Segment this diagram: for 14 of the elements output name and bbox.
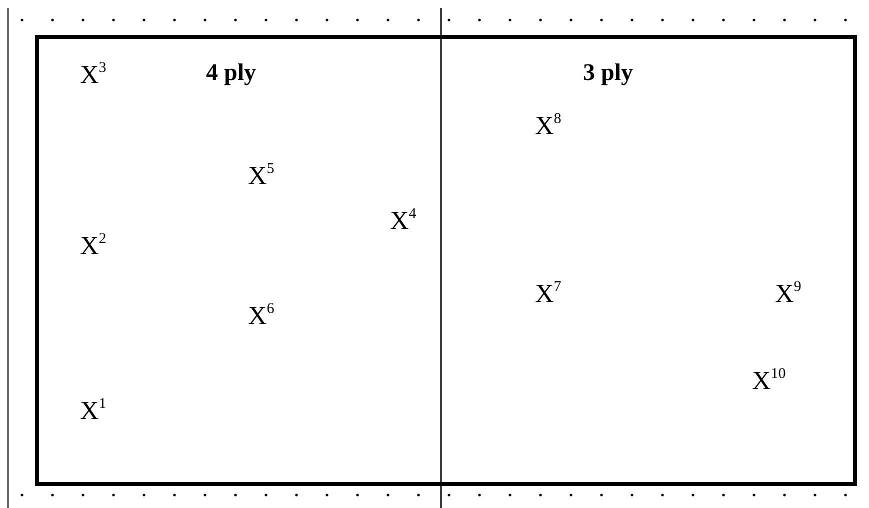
point-label: X$^{4}$: [390, 208, 416, 234]
point-label: X$^{1}$: [80, 398, 106, 424]
ply-heading: 3 ply: [583, 61, 634, 85]
ply-heading: 4 ply: [206, 61, 256, 85]
point-label: X$^{8}$: [535, 113, 562, 139]
panel: [35, 35, 443, 486]
panel: [441, 35, 857, 486]
point-label: X$^{6}$: [248, 303, 274, 329]
point-label: X$^{5}$: [248, 163, 274, 189]
point-label: X$^{10}$: [752, 368, 786, 394]
point-label: X$^{3}$: [80, 62, 106, 88]
point-label: X$^{9}$: [775, 281, 802, 307]
point-label: X$^{2}$: [80, 233, 106, 259]
point-label: X$^{7}$: [535, 281, 562, 307]
